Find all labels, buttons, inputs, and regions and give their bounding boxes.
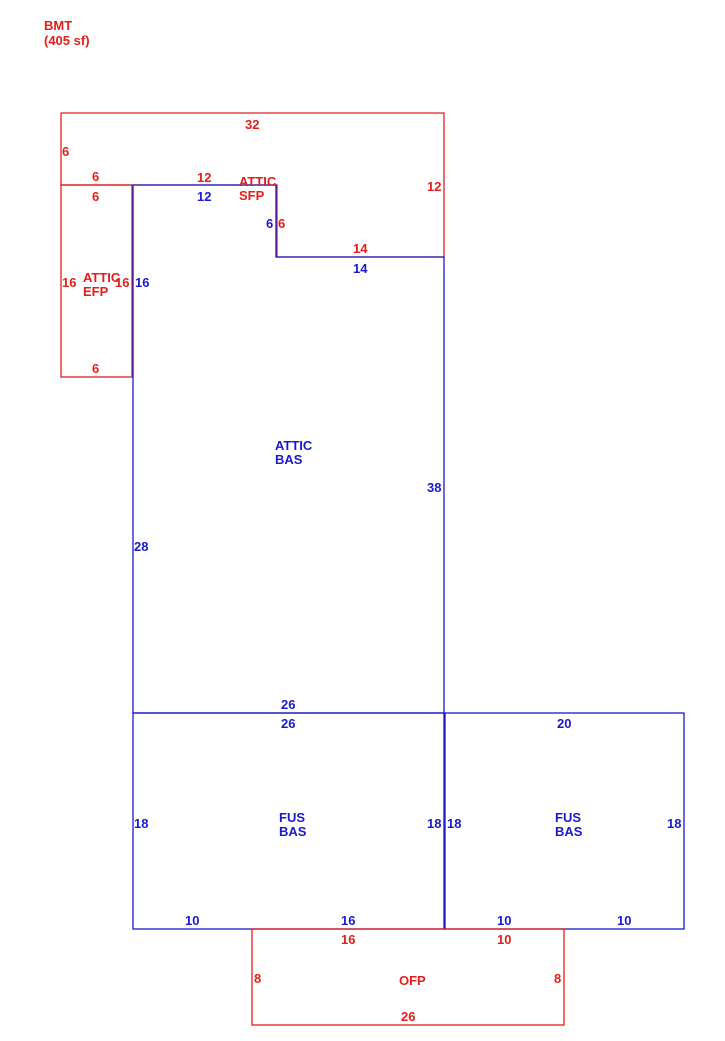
- fus-bas-right-label-2: BAS: [555, 824, 583, 839]
- dim-bas-step-top: 14: [353, 261, 368, 276]
- ofp-label: OFP: [399, 973, 426, 988]
- dim-ofp-left: 8: [254, 971, 261, 986]
- dim-fus-left-bottom-a: 10: [185, 913, 199, 928]
- dim-fus-right-bottom-a: 10: [497, 913, 511, 928]
- dim-bas-bottom: 26: [281, 697, 295, 712]
- attic-efp-label-2: EFP: [83, 284, 109, 299]
- dim-sfp-right: 12: [427, 179, 441, 194]
- dim-ofp-top-a: 16: [341, 932, 355, 947]
- dim-efp-top: 6: [92, 189, 99, 204]
- dim-bas-left: 28: [134, 539, 148, 554]
- header-title: BMT: [44, 18, 72, 33]
- dim-ofp-right: 8: [554, 971, 561, 986]
- dim-sfp-bottom: 14: [353, 241, 368, 256]
- dim-bas-right: 38: [427, 480, 441, 495]
- attic-efp-outline: [60, 184, 133, 378]
- dim-ofp-bottom: 26: [401, 1009, 415, 1024]
- dim-sfp-inner: 6: [278, 216, 285, 231]
- dim-efp-bottom: 6: [92, 361, 99, 376]
- dim-fus-right-left: 18: [447, 816, 461, 831]
- dim-fus-right-bottom-b: 10: [617, 913, 631, 928]
- fus-bas-left-label-2: BAS: [279, 824, 307, 839]
- dim-ofp-top-b: 10: [497, 932, 511, 947]
- attic-bas-label-1: ATTIC: [275, 438, 313, 453]
- ofp-outline: [251, 928, 565, 1026]
- header-area: (405 sf): [44, 33, 90, 48]
- dim-fus-left-top: 26: [281, 716, 295, 731]
- fus-bas-right-label-1: FUS: [555, 810, 581, 825]
- dim-efp-right: 16: [115, 275, 129, 290]
- fus-bas-left-label-1: FUS: [279, 810, 305, 825]
- attic-bas-label-2: BAS: [275, 452, 303, 467]
- attic-sfp-label-1: ATTIC: [239, 174, 277, 189]
- attic-efp-label-1: ATTIC: [83, 270, 121, 285]
- dim-fus-right-right: 18: [667, 816, 681, 831]
- dim-sfp-top: 32: [245, 117, 259, 132]
- dim-efp-left: 16: [62, 275, 76, 290]
- dim-bas-top: 12: [197, 189, 211, 204]
- dim-fus-left-right: 18: [427, 816, 441, 831]
- attic-sfp-label-2: SFP: [239, 188, 265, 203]
- dim-fus-left-bottom-b: 16: [341, 913, 355, 928]
- dim-fus-left-left: 18: [134, 816, 148, 831]
- dim-bas-left-upper: 16: [135, 275, 149, 290]
- dim-bas-step: 6: [266, 216, 273, 231]
- dim-sfp-left: 6: [62, 144, 69, 159]
- dim-efp-top-red: 6: [92, 169, 99, 184]
- dim-sfp-mid-top: 12: [197, 170, 211, 185]
- dim-fus-right-top: 20: [557, 716, 571, 731]
